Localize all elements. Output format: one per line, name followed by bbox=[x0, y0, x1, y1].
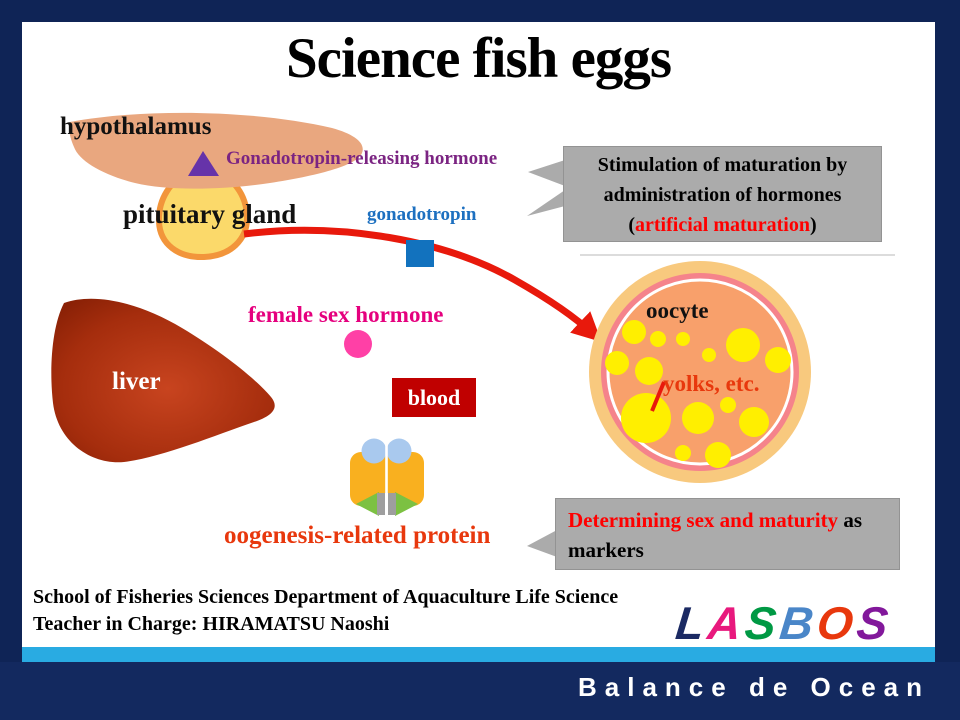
female-sex-hormone-label: female sex hormone bbox=[248, 302, 444, 327]
stimulation-callout-tail-top bbox=[528, 160, 565, 186]
gnrh-label: Gonadotropin-releasing hormone bbox=[226, 148, 498, 169]
stimulation-callout-tail-bottom bbox=[527, 190, 565, 216]
cyan-divider-bar bbox=[22, 647, 935, 662]
credit-line-2: Teacher in Charge: HIRAMATSU Naoshi bbox=[33, 613, 390, 635]
yolk-droplets bbox=[605, 320, 791, 468]
hormone-arrow bbox=[243, 226, 602, 343]
footer-band bbox=[0, 662, 960, 720]
yolks-label: yolks, etc. bbox=[663, 371, 760, 396]
protein-icon bbox=[350, 438, 424, 516]
blood-box: blood bbox=[392, 378, 476, 417]
logo-letter-s2: S bbox=[854, 597, 895, 649]
markers-highlight: Determining sex and maturity bbox=[568, 508, 839, 532]
credit-line-1: School of Fisheries Sciences Department … bbox=[33, 586, 619, 608]
oocyte-label: oocyte bbox=[646, 298, 709, 323]
lasbos-logo: LASBOS bbox=[673, 596, 894, 650]
logo-letter-o: O bbox=[814, 597, 860, 649]
markers-callout-tail bbox=[527, 530, 557, 557]
gnrh-triangle-icon bbox=[188, 151, 219, 176]
logo-letter-s1: S bbox=[742, 597, 783, 649]
hypothalamus-label: hypothalamus bbox=[60, 113, 212, 140]
stimulation-line2: administration of hormones bbox=[603, 184, 842, 206]
logo-letter-b: B bbox=[777, 597, 820, 649]
blood-label: blood bbox=[407, 385, 461, 410]
paren-close: ) bbox=[809, 214, 817, 236]
liver-label: liver bbox=[112, 368, 161, 395]
stimulation-callout: Stimulation of maturation by administrat… bbox=[563, 146, 882, 242]
slide-title: Science fish eggs bbox=[285, 27, 672, 90]
hypothalamus-shape bbox=[69, 112, 363, 189]
artificial-maturation-highlight: artificial maturation bbox=[635, 214, 810, 236]
oocyte-graphic bbox=[589, 261, 811, 483]
female-hormone-circle-icon bbox=[344, 330, 372, 358]
stimulation-line3: (artificial maturation) bbox=[564, 210, 881, 240]
markers-callout: Determining sex and maturity as markers bbox=[555, 498, 900, 570]
markers-rest: as markers bbox=[568, 508, 862, 562]
yolks-pointer-line bbox=[650, 381, 666, 412]
liver-shape bbox=[51, 298, 275, 463]
gonadotropin-label: gonadotropin bbox=[367, 204, 477, 225]
logo-letter-a: A bbox=[705, 597, 749, 649]
banner-text: Balance de Ocean bbox=[578, 672, 930, 702]
paren-open: ( bbox=[628, 214, 636, 236]
oogenesis-protein-label: oogenesis-related protein bbox=[224, 522, 491, 549]
pituitary-gland-label: pituitary gland bbox=[123, 199, 297, 229]
gonadotropin-square-icon bbox=[406, 240, 434, 267]
stimulation-line1: Stimulation of maturation by bbox=[597, 154, 848, 176]
